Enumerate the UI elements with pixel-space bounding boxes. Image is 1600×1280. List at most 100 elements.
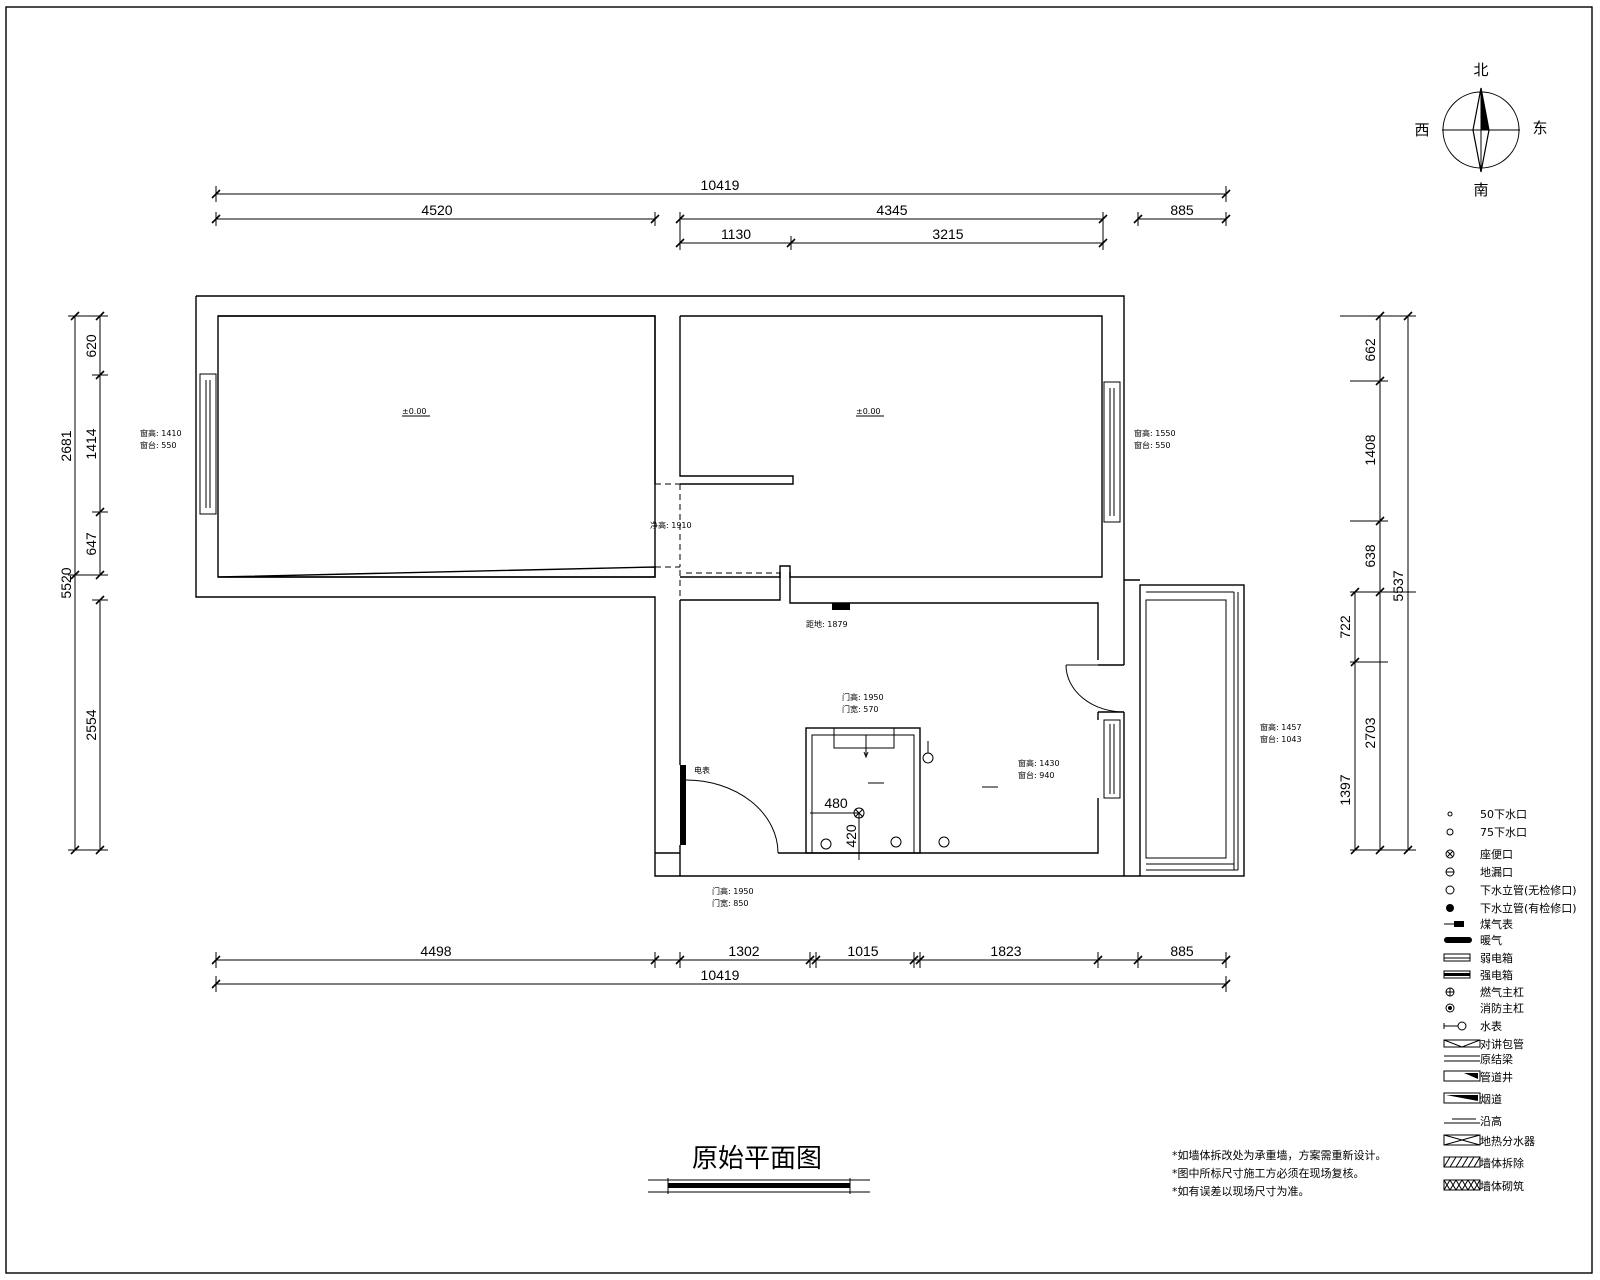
win-left-2: 窗台: 550 [140, 440, 177, 450]
dim-bottom-seg3: 1015 [847, 943, 878, 959]
legend-label: 50下水口 [1480, 808, 1527, 821]
strong-box-icon [1443, 970, 1471, 979]
legend-item: 燃气主杠 [1445, 985, 1524, 999]
compass: 北 南 西 东 [1414, 61, 1547, 199]
note-2: *图中所标尺寸施工方必须在现场复核。 [1172, 1166, 1365, 1180]
sill-icon [1444, 1118, 1480, 1124]
legend-label: 烟道 [1480, 1092, 1502, 1106]
drain-outlet [820, 838, 832, 850]
meter-note: 电表 [694, 765, 710, 775]
legend-label: 沿高 [1480, 1114, 1502, 1128]
dim-left-upper: 2681 [58, 430, 74, 461]
entry-door-2: 门宽: 850 [712, 898, 749, 908]
dim-right-a: 662 [1362, 338, 1378, 362]
dim-left-total: 5520 [58, 567, 74, 598]
note-3: *如有误差以现场尺寸为准。 [1172, 1184, 1310, 1198]
legend-item: 墙体砌筑 [1443, 1179, 1524, 1193]
win-right-2: 窗台: 550 [1134, 440, 1171, 450]
title-block: 原始平面图 [648, 1144, 870, 1194]
legend-label: 下水立管(有检修口) [1480, 901, 1577, 915]
legend-item: 墙体拆除 [1443, 1156, 1524, 1170]
legend-item: 强电箱 [1443, 968, 1513, 982]
dim-top-seg3: 885 [1170, 202, 1194, 218]
legend-item: 弱电箱 [1443, 951, 1513, 965]
legend-item: 暖气 [1444, 933, 1502, 947]
legend-item: 地热分水器 [1443, 1134, 1535, 1148]
wall-build-icon [1443, 1179, 1481, 1191]
dim-bottom-total: 10419 [701, 967, 740, 983]
legend-label: 管道井 [1480, 1070, 1513, 1084]
legend-label: 地热分水器 [1480, 1135, 1535, 1148]
sheet-border [5, 6, 1593, 1274]
legend-item: 煤气表 [1444, 917, 1513, 931]
legend-label: 对讲包管 [1480, 1037, 1524, 1051]
strike-circle-icon [1445, 867, 1455, 877]
dim-left-c: 647 [83, 532, 99, 556]
fixtures: 480 420 [810, 603, 998, 860]
walls [195, 295, 1245, 877]
cross-circle-icon [1445, 849, 1455, 859]
legend-label: 水表 [1480, 1019, 1502, 1033]
bath-door-1: 门高: 1950 [842, 692, 884, 702]
fire-pipe-icon [1445, 1003, 1455, 1013]
legend-item: 沿高 [1444, 1114, 1502, 1128]
dim-right-c: 638 [1362, 544, 1378, 568]
dim-left-a: 620 [83, 334, 99, 358]
left-dimensions: 620 1414 647 2554 2681 5520 [58, 311, 108, 855]
bottom-dimensions: 4498 1302 1015 1823 885 10419 [211, 943, 1231, 992]
note-1: *如墙体拆改处为承重墙，方案需重新设计。 [1172, 1148, 1387, 1162]
legend-label: 消防主杠 [1480, 1001, 1524, 1015]
dim-right-d: 722 [1337, 615, 1353, 639]
dim-bottom-seg1: 4498 [420, 943, 451, 959]
dim-top-seg2: 4345 [876, 202, 907, 218]
water-meter-symbol [922, 752, 934, 764]
compass-south: 南 [1473, 181, 1488, 199]
beam-note: 距地: 1879 [806, 619, 848, 629]
page-title: 原始平面图 [692, 1144, 822, 1174]
legend-item: 座便口 [1445, 847, 1513, 861]
legend-label: 地漏口 [1480, 866, 1513, 879]
bath-door-2: 门宽: 570 [842, 704, 879, 714]
legend-label: 煤气表 [1480, 917, 1513, 931]
legend-item: 75下水口 [1446, 826, 1527, 839]
wrap-pipe-icon [1443, 1039, 1481, 1048]
legend-item: 对讲包管 [1443, 1037, 1524, 1051]
kitchen-win-2: 窗台: 940 [1018, 770, 1055, 780]
legend-label: 暖气 [1480, 933, 1502, 947]
drain-outlet-2 [890, 836, 902, 848]
filled-circle-icon [1446, 904, 1454, 912]
door-mid: 净高: 1910 [650, 520, 692, 530]
win-left-1: 窗高: 1410 [140, 428, 182, 438]
weak-box-icon [1443, 953, 1471, 962]
legend-label: 原结梁 [1480, 1052, 1513, 1066]
legend-label: 弱电箱 [1480, 951, 1513, 965]
inner-dim-w: 480 [824, 795, 848, 811]
compass-east: 东 [1532, 119, 1547, 137]
legend-label: 燃气主杠 [1480, 985, 1524, 999]
outline-circle-icon [1445, 885, 1455, 895]
dim-bottom-seg5: 885 [1170, 943, 1194, 959]
dim-top-sub2: 3215 [932, 226, 963, 242]
legend-item: 管道井 [1443, 1070, 1513, 1084]
drain-outlet-3 [938, 836, 950, 848]
small-dot-icon [1447, 811, 1453, 817]
gas-meter-icon [1444, 921, 1464, 927]
dim-top-sub1: 1130 [721, 226, 751, 242]
legend-item: 消防主杠 [1445, 1001, 1524, 1015]
dim-top-seg1: 4520 [421, 202, 452, 218]
kitchen-win-1: 窗高: 1430 [1018, 758, 1060, 768]
dim-right-total: 5537 [1390, 570, 1406, 601]
gas-meter-symbol [832, 603, 850, 610]
dim-left-b: 1414 [83, 428, 99, 459]
annotations: ±0.00 ±0.00 窗高: 1410 窗台: 550 窗高: 1550 窗台… [140, 407, 1302, 908]
duct-icon [1443, 1070, 1481, 1082]
legend-label: 下水立管(无检修口) [1480, 883, 1577, 897]
legend-item: 下水立管(有检修口) [1446, 901, 1577, 915]
manifold-icon [1443, 1134, 1481, 1146]
balcony-win-2: 窗台: 1043 [1260, 734, 1302, 744]
legend-item: 烟道 [1443, 1092, 1502, 1106]
wall-demolish-icon [1443, 1156, 1481, 1168]
windows [199, 373, 1121, 799]
gas-pipe-icon [1445, 987, 1455, 997]
